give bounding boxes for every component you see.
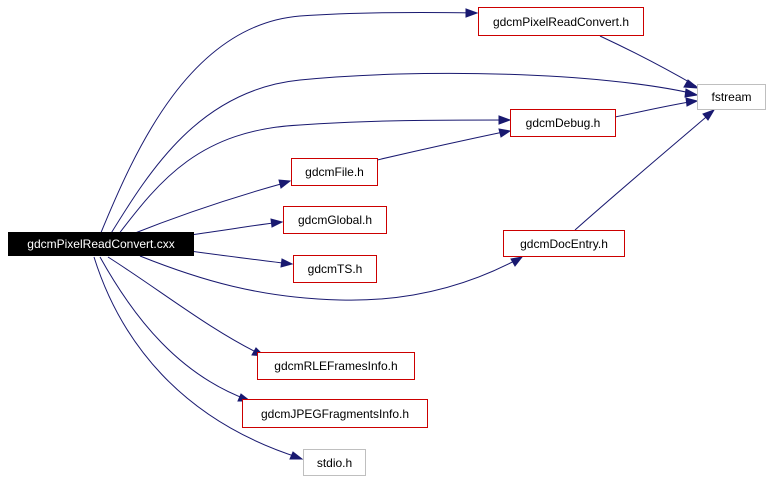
edge-debug-h-to-fstream: [614, 100, 696, 118]
node-gdcmrleframesinfo-h[interactable]: gdcmRLEFramesInfo.h: [257, 352, 415, 380]
edge-root-to-rleframesinfo-h: [107, 256, 263, 356]
arrowhead: [510, 256, 524, 267]
node-gdcmpixelreadconvert-h[interactable]: gdcmPixelReadConvert.h: [478, 7, 644, 36]
arrowhead: [289, 451, 304, 460]
arrowhead: [498, 115, 512, 125]
edge-pixelreadconvert-h-to-fstream: [599, 35, 697, 87]
edge-root-to-fstream: [109, 72, 696, 236]
node-gdcmjpegfragmentsinfo-h[interactable]: gdcmJPEGFragmentsInfo.h: [242, 399, 428, 428]
arrowhead: [684, 88, 699, 98]
edge-root-to-global-h: [189, 221, 281, 236]
edge-docentry-h-to-fstream: [574, 111, 713, 231]
arrowhead: [270, 218, 284, 228]
edge-root-to-pixelreadconvert-h: [99, 11, 476, 236]
arrowhead: [278, 179, 292, 189]
node-gdcmfile-h[interactable]: gdcmFile.h: [291, 158, 378, 186]
edge-root-to-jpegfragmentsinfo-h: [99, 256, 249, 401]
edge-file-h-to-debug-h: [376, 130, 509, 161]
edge-root-to-docentry-h: [139, 255, 521, 301]
arrowhead: [702, 109, 716, 121]
node-gdcmts-h[interactable]: gdcmTS.h: [293, 255, 377, 283]
node-gdcmdocentry-h[interactable]: gdcmDocEntry.h: [503, 230, 625, 257]
arrowhead: [498, 128, 512, 138]
edge-root-to-debug-h: [117, 119, 509, 236]
node-root-gdcmpixelreadconvert-cxx: gdcmPixelReadConvert.cxx: [8, 232, 194, 256]
node-gdcmdebug-h[interactable]: gdcmDebug.h: [510, 109, 616, 137]
node-gdcmglobal-h[interactable]: gdcmGlobal.h: [283, 206, 387, 234]
edge-root-to-ts-h: [189, 250, 291, 265]
arrowhead: [465, 8, 479, 18]
arrowhead: [683, 79, 700, 89]
node-stdio-h: stdio.h: [303, 449, 366, 476]
node-fstream: fstream: [697, 84, 766, 110]
edge-root-to-file-h: [129, 181, 289, 236]
edge-root-to-stdio-h: [93, 256, 301, 459]
arrowhead: [685, 97, 699, 107]
arrowhead: [280, 258, 294, 268]
